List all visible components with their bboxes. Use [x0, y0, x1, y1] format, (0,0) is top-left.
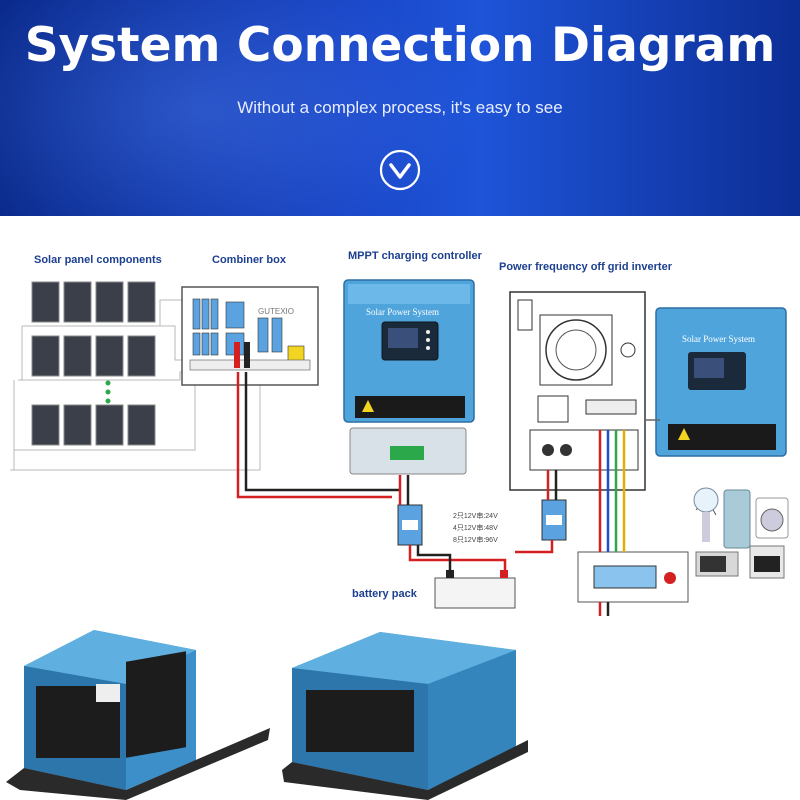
mppt-controller: Solar Power System	[343, 279, 475, 475]
header-banner: System Connection Diagram Without a comp…	[0, 0, 800, 216]
mppt-brand-text: Solar Power System	[366, 307, 439, 317]
product-photos	[6, 630, 528, 800]
label-solar-panel-components: Solar panel components	[34, 254, 162, 266]
inverter-product-rear	[6, 630, 270, 800]
combiner-box: GUTEXIO	[181, 286, 319, 386]
label-battery-pack: battery pack	[352, 588, 417, 600]
combiner-brand: GUTEXIO	[258, 307, 294, 316]
inverter-display-panel: Solar Power System	[655, 307, 787, 457]
ac-distribution-box	[577, 551, 689, 603]
svg-text:4只12V串:48V: 4只12V串:48V	[453, 524, 498, 532]
page-title: System Connection Diagram	[24, 18, 776, 73]
battery-pack	[434, 570, 516, 609]
label-mppt-controller: MPPT charging controller	[348, 250, 482, 262]
solar-panel-array	[10, 281, 261, 471]
label-combiner-box: Combiner box	[212, 254, 286, 266]
label-off-grid-inverter: Power frequency off grid inverter	[499, 261, 672, 273]
svg-text:8只12V串:96V: 8只12V串:96V	[453, 536, 498, 544]
battery-config-notes: 2只12V串:24V 4只12V串:48V 8只12V串:96V	[453, 512, 498, 544]
dc-breakers	[397, 499, 567, 546]
svg-text:2只12V串:24V: 2只12V串:24V	[453, 512, 498, 520]
off-grid-inverter	[509, 291, 646, 491]
chevron-down-circle-icon[interactable]	[379, 149, 421, 191]
inverter-brand-text: Solar Power System	[682, 334, 755, 344]
inverter-product-front	[282, 632, 528, 800]
connection-diagram: GUTEXIO Solar Power System Solar Power S…	[10, 279, 789, 616]
page-subtitle: Without a complex process, it's easy to …	[237, 98, 563, 117]
household-appliances	[693, 487, 789, 579]
